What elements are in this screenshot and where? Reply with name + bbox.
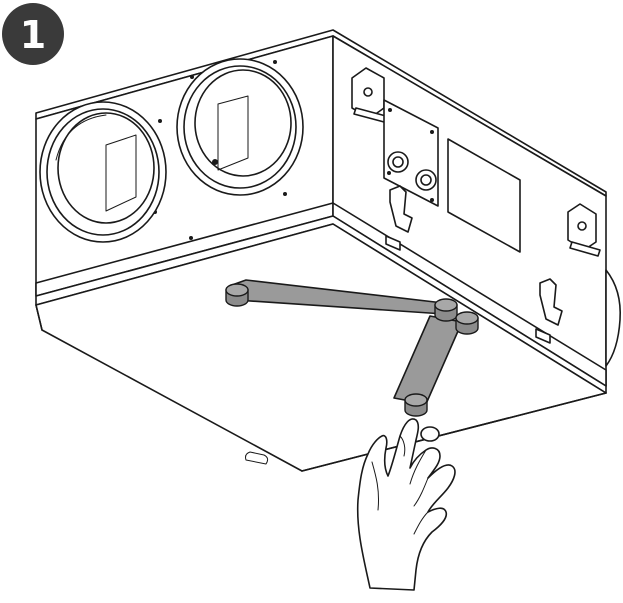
mounting-bracket-right: [567, 203, 601, 257]
pivot-cap-right: [455, 311, 479, 335]
duct-collar-right: [176, 58, 304, 196]
ventilation-unit: [35, 29, 622, 472]
connection-panel: [383, 99, 439, 207]
mounting-arm: [225, 279, 479, 417]
access-panel: [447, 138, 521, 253]
pivot-cap-center: [434, 298, 458, 322]
latch-left: [385, 185, 413, 251]
latch-right: [535, 278, 563, 344]
pivot-cap-left: [225, 283, 249, 307]
step-number-badge: 1: [2, 3, 64, 65]
step-number: 1: [20, 13, 46, 57]
mounting-bracket-top: [351, 67, 387, 123]
hand-icon: [356, 418, 456, 591]
duct-collar-side: [605, 269, 622, 367]
pivot-cap-bottom: [404, 393, 428, 417]
duct-collar-left: [39, 101, 167, 243]
